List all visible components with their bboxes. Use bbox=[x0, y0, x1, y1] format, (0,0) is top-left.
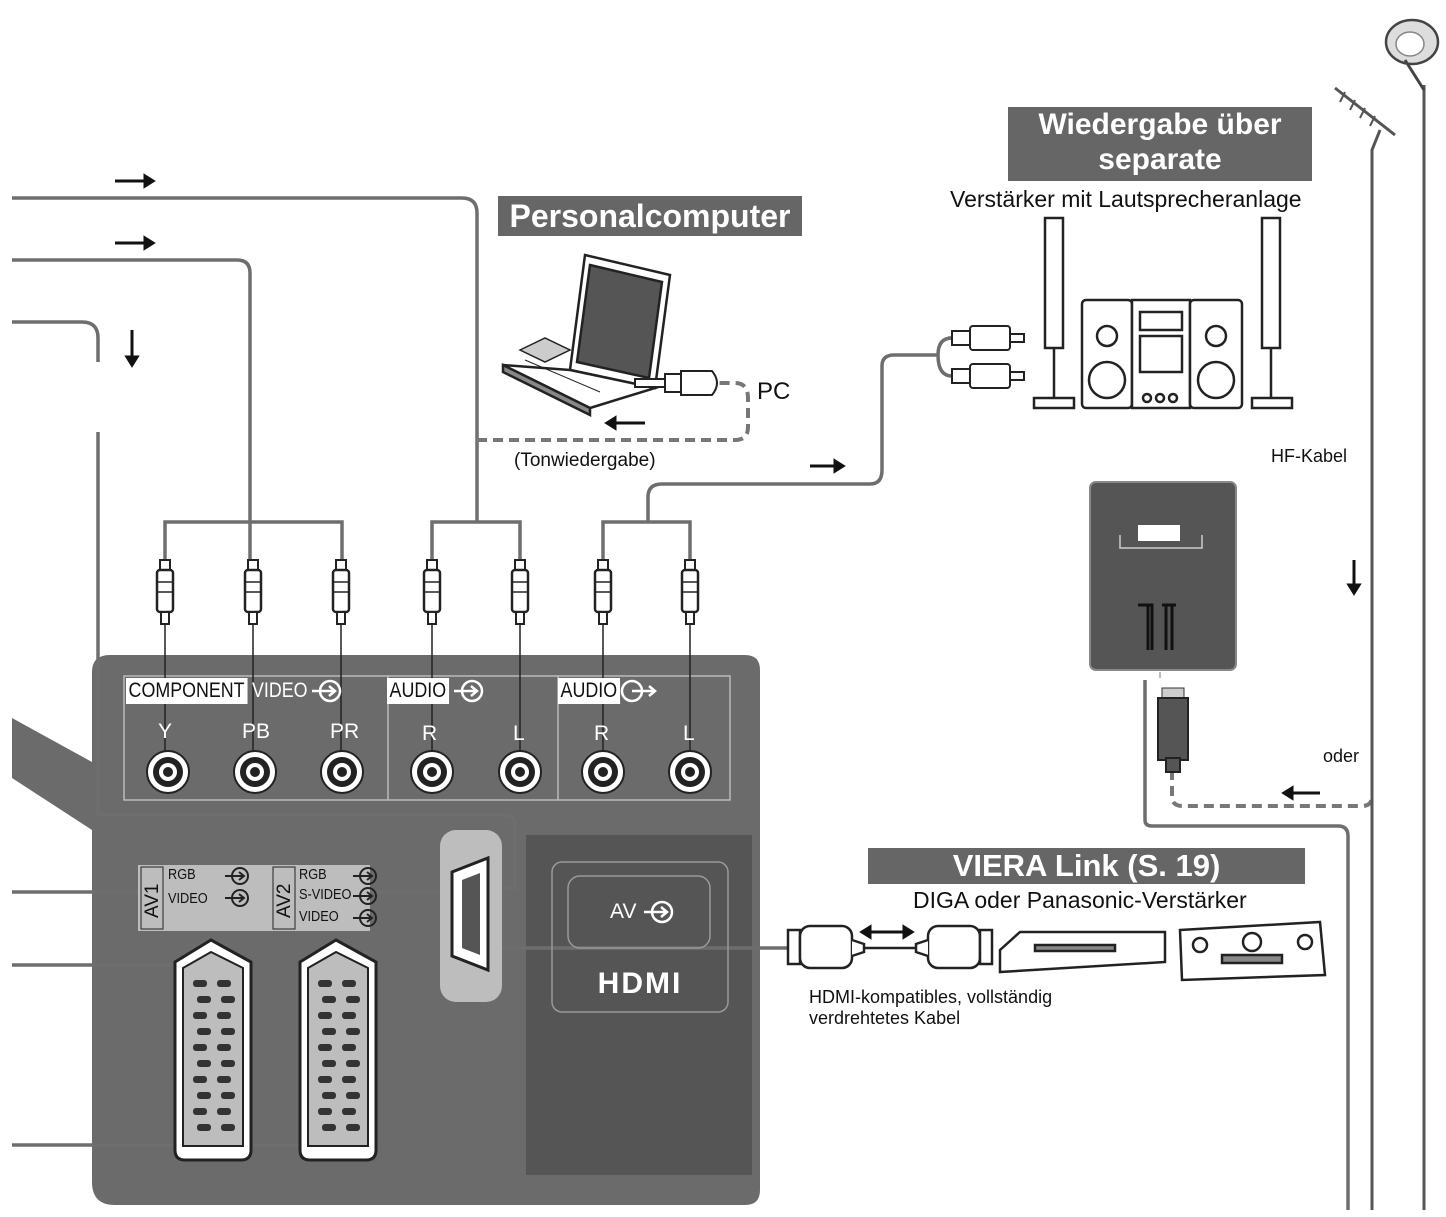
av1-rgb-label: RGB bbox=[168, 866, 196, 883]
viera-subtitle: DIGA oder Panasonic-Verstärker bbox=[913, 887, 1247, 913]
scart-labels bbox=[138, 865, 377, 931]
av1-label: AV1 bbox=[142, 883, 163, 918]
jack-label-y: Y bbox=[158, 720, 173, 743]
jack-label-audio-in-l: L bbox=[513, 722, 525, 745]
av2-video-label: VIDEO bbox=[299, 908, 339, 925]
speakers-title-line1: Wiedergabe über bbox=[1038, 108, 1282, 141]
audio-plug-icon bbox=[634, 370, 718, 396]
hf-cable-label: HF-Kabel bbox=[1271, 446, 1348, 466]
scart-sockets bbox=[173, 938, 378, 1162]
signal-arrows bbox=[115, 173, 1362, 940]
cables bbox=[12, 196, 1350, 1210]
hdmi-cable-note-line2: verdrehtetes Kabel bbox=[809, 1008, 961, 1028]
audio-in-label: AUDIO bbox=[387, 678, 449, 704]
speaker-system-icon bbox=[1032, 216, 1294, 410]
pc-audio-note: (Tonwiedergabe) bbox=[514, 450, 656, 471]
audio-out-label: AUDIO bbox=[558, 678, 620, 704]
component-label: COMPONENT bbox=[126, 678, 248, 704]
laptop-icon bbox=[501, 253, 672, 418]
speakers-title-line2: separate Lautsprecher bbox=[1064, 143, 1256, 211]
hdmi-av-label: AV bbox=[610, 900, 637, 923]
jack-label-audio-in-r: R bbox=[422, 722, 438, 745]
amplifier-icon bbox=[1178, 920, 1327, 982]
hdmi-cable-note-line1: HDMI-kompatibles, vollständig bbox=[809, 987, 1053, 1007]
audio-output-icon bbox=[620, 679, 657, 703]
viera-section-title: VIERA Link (S. 19) bbox=[868, 848, 1305, 884]
av2-rgb-label: RGB bbox=[299, 866, 327, 883]
speakers-subtitle: Verstärker mit Lautsprecheranlage bbox=[950, 186, 1302, 212]
pc-label: PC bbox=[757, 378, 791, 405]
jack-label-pb: PB bbox=[242, 720, 271, 743]
video-in-label: VIDEO bbox=[252, 679, 308, 702]
hdmi-logo: HDMI bbox=[598, 967, 683, 1000]
tv-back-panel bbox=[12, 655, 760, 1205]
av1-video-label: VIDEO bbox=[168, 890, 208, 907]
av2-svideo-label: S-VIDEO bbox=[299, 886, 352, 903]
antenna-pole bbox=[1334, 18, 1440, 1210]
scart-av1-socket bbox=[173, 938, 253, 1162]
jack-label-audio-out-r: R bbox=[594, 722, 610, 745]
hdmi-port bbox=[440, 830, 729, 1013]
scart-av2-socket bbox=[298, 938, 378, 1162]
pc-section-title: Personalcomputer bbox=[498, 196, 802, 236]
jack-label-pr: PR bbox=[330, 720, 360, 743]
hdmi-cable-icon bbox=[786, 924, 994, 970]
av2-label: AV2 bbox=[274, 883, 295, 918]
antenna-wall-socket bbox=[1089, 481, 1237, 773]
or-label: oder bbox=[1323, 746, 1360, 766]
hdmi-cable-note: HDMI-kompatibles, vollständig verdrehtet… bbox=[809, 987, 1052, 1029]
recorder-icon bbox=[998, 930, 1167, 974]
rca-plug-pair-icon bbox=[951, 325, 1025, 389]
jack-label-audio-out-l: L bbox=[683, 722, 695, 745]
speakers-section-title: Wiedergabe über separate Lautsprecher bbox=[1008, 107, 1312, 211]
